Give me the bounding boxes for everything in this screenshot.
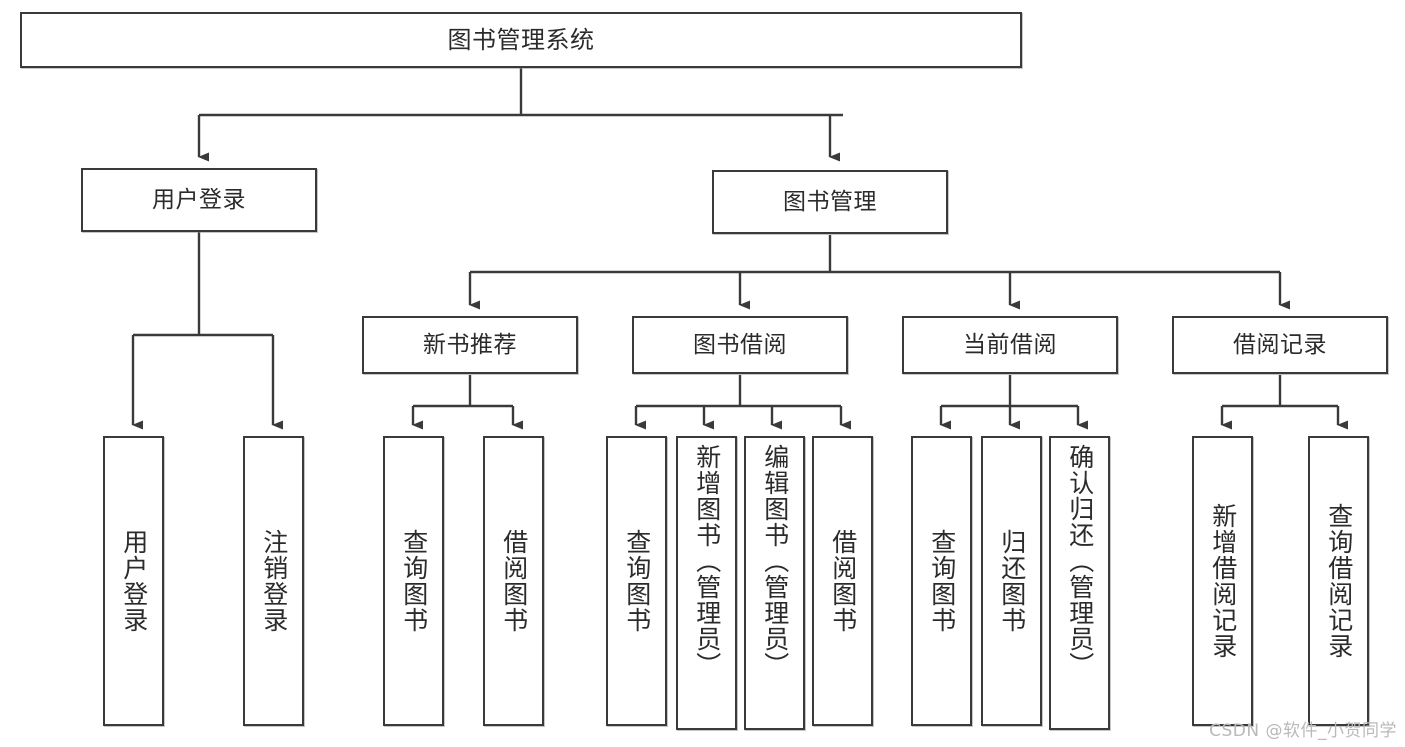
node-book-borrow-label: 图书借阅	[693, 331, 787, 358]
node-book-manage-label: 图书管理	[783, 188, 877, 215]
node-leaf-edit-book[interactable]: 编辑图书（管理员）	[744, 436, 805, 730]
node-leaf-borrow-book-2-label: 借阅图书	[828, 529, 858, 633]
node-leaf-add-record-label: 新增借阅记录	[1208, 503, 1238, 659]
node-root[interactable]: 图书管理系统	[20, 12, 1022, 68]
node-leaf-query-book-1[interactable]: 查询图书	[383, 436, 444, 726]
node-book-manage[interactable]: 图书管理	[712, 170, 948, 234]
node-user-login[interactable]: 用户登录	[81, 168, 317, 232]
node-root-label: 图书管理系统	[447, 26, 595, 54]
node-leaf-query-book-2[interactable]: 查询图书	[606, 436, 667, 726]
node-leaf-query-record-label: 查询借阅记录	[1324, 503, 1354, 659]
csdn-watermark: CSDN @软件_小贺同学	[1209, 721, 1397, 741]
node-user-login-label: 用户登录	[152, 186, 246, 213]
node-leaf-query-book-2-label: 查询图书	[622, 529, 652, 633]
node-leaf-borrow-book-1[interactable]: 借阅图书	[483, 436, 544, 726]
node-borrow-record[interactable]: 借阅记录	[1172, 316, 1388, 374]
node-leaf-borrow-book-1-label: 借阅图书	[499, 529, 529, 633]
node-leaf-user-login-label: 用户登录	[119, 529, 149, 633]
node-leaf-logout[interactable]: 注销登录	[243, 436, 304, 726]
node-leaf-user-login[interactable]: 用户登录	[103, 436, 164, 726]
node-leaf-borrow-book-2[interactable]: 借阅图书	[812, 436, 873, 726]
node-current-borrow[interactable]: 当前借阅	[902, 316, 1118, 374]
node-leaf-confirm-return-label: 确认归还（管理员）	[1065, 444, 1095, 678]
node-leaf-query-book-1-label: 查询图书	[399, 529, 429, 633]
node-leaf-query-book-3-label: 查询图书	[927, 529, 957, 633]
node-leaf-return-book[interactable]: 归还图书	[981, 436, 1042, 726]
node-leaf-query-record[interactable]: 查询借阅记录	[1308, 436, 1369, 726]
node-current-borrow-label: 当前借阅	[963, 331, 1057, 358]
node-new-book-rec[interactable]: 新书推荐	[362, 316, 578, 374]
node-borrow-record-label: 借阅记录	[1233, 331, 1327, 358]
node-leaf-edit-book-label: 编辑图书（管理员）	[760, 444, 790, 678]
node-leaf-add-book-label: 新增图书（管理员）	[692, 444, 722, 678]
node-new-book-rec-label: 新书推荐	[423, 331, 517, 358]
node-leaf-logout-label: 注销登录	[259, 529, 289, 633]
node-leaf-query-book-3[interactable]: 查询图书	[911, 436, 972, 726]
node-leaf-return-book-label: 归还图书	[997, 529, 1027, 633]
node-book-borrow[interactable]: 图书借阅	[632, 316, 848, 374]
node-leaf-add-record[interactable]: 新增借阅记录	[1192, 436, 1253, 726]
node-leaf-add-book[interactable]: 新增图书（管理员）	[676, 436, 737, 730]
node-leaf-confirm-return[interactable]: 确认归还（管理员）	[1049, 436, 1110, 730]
